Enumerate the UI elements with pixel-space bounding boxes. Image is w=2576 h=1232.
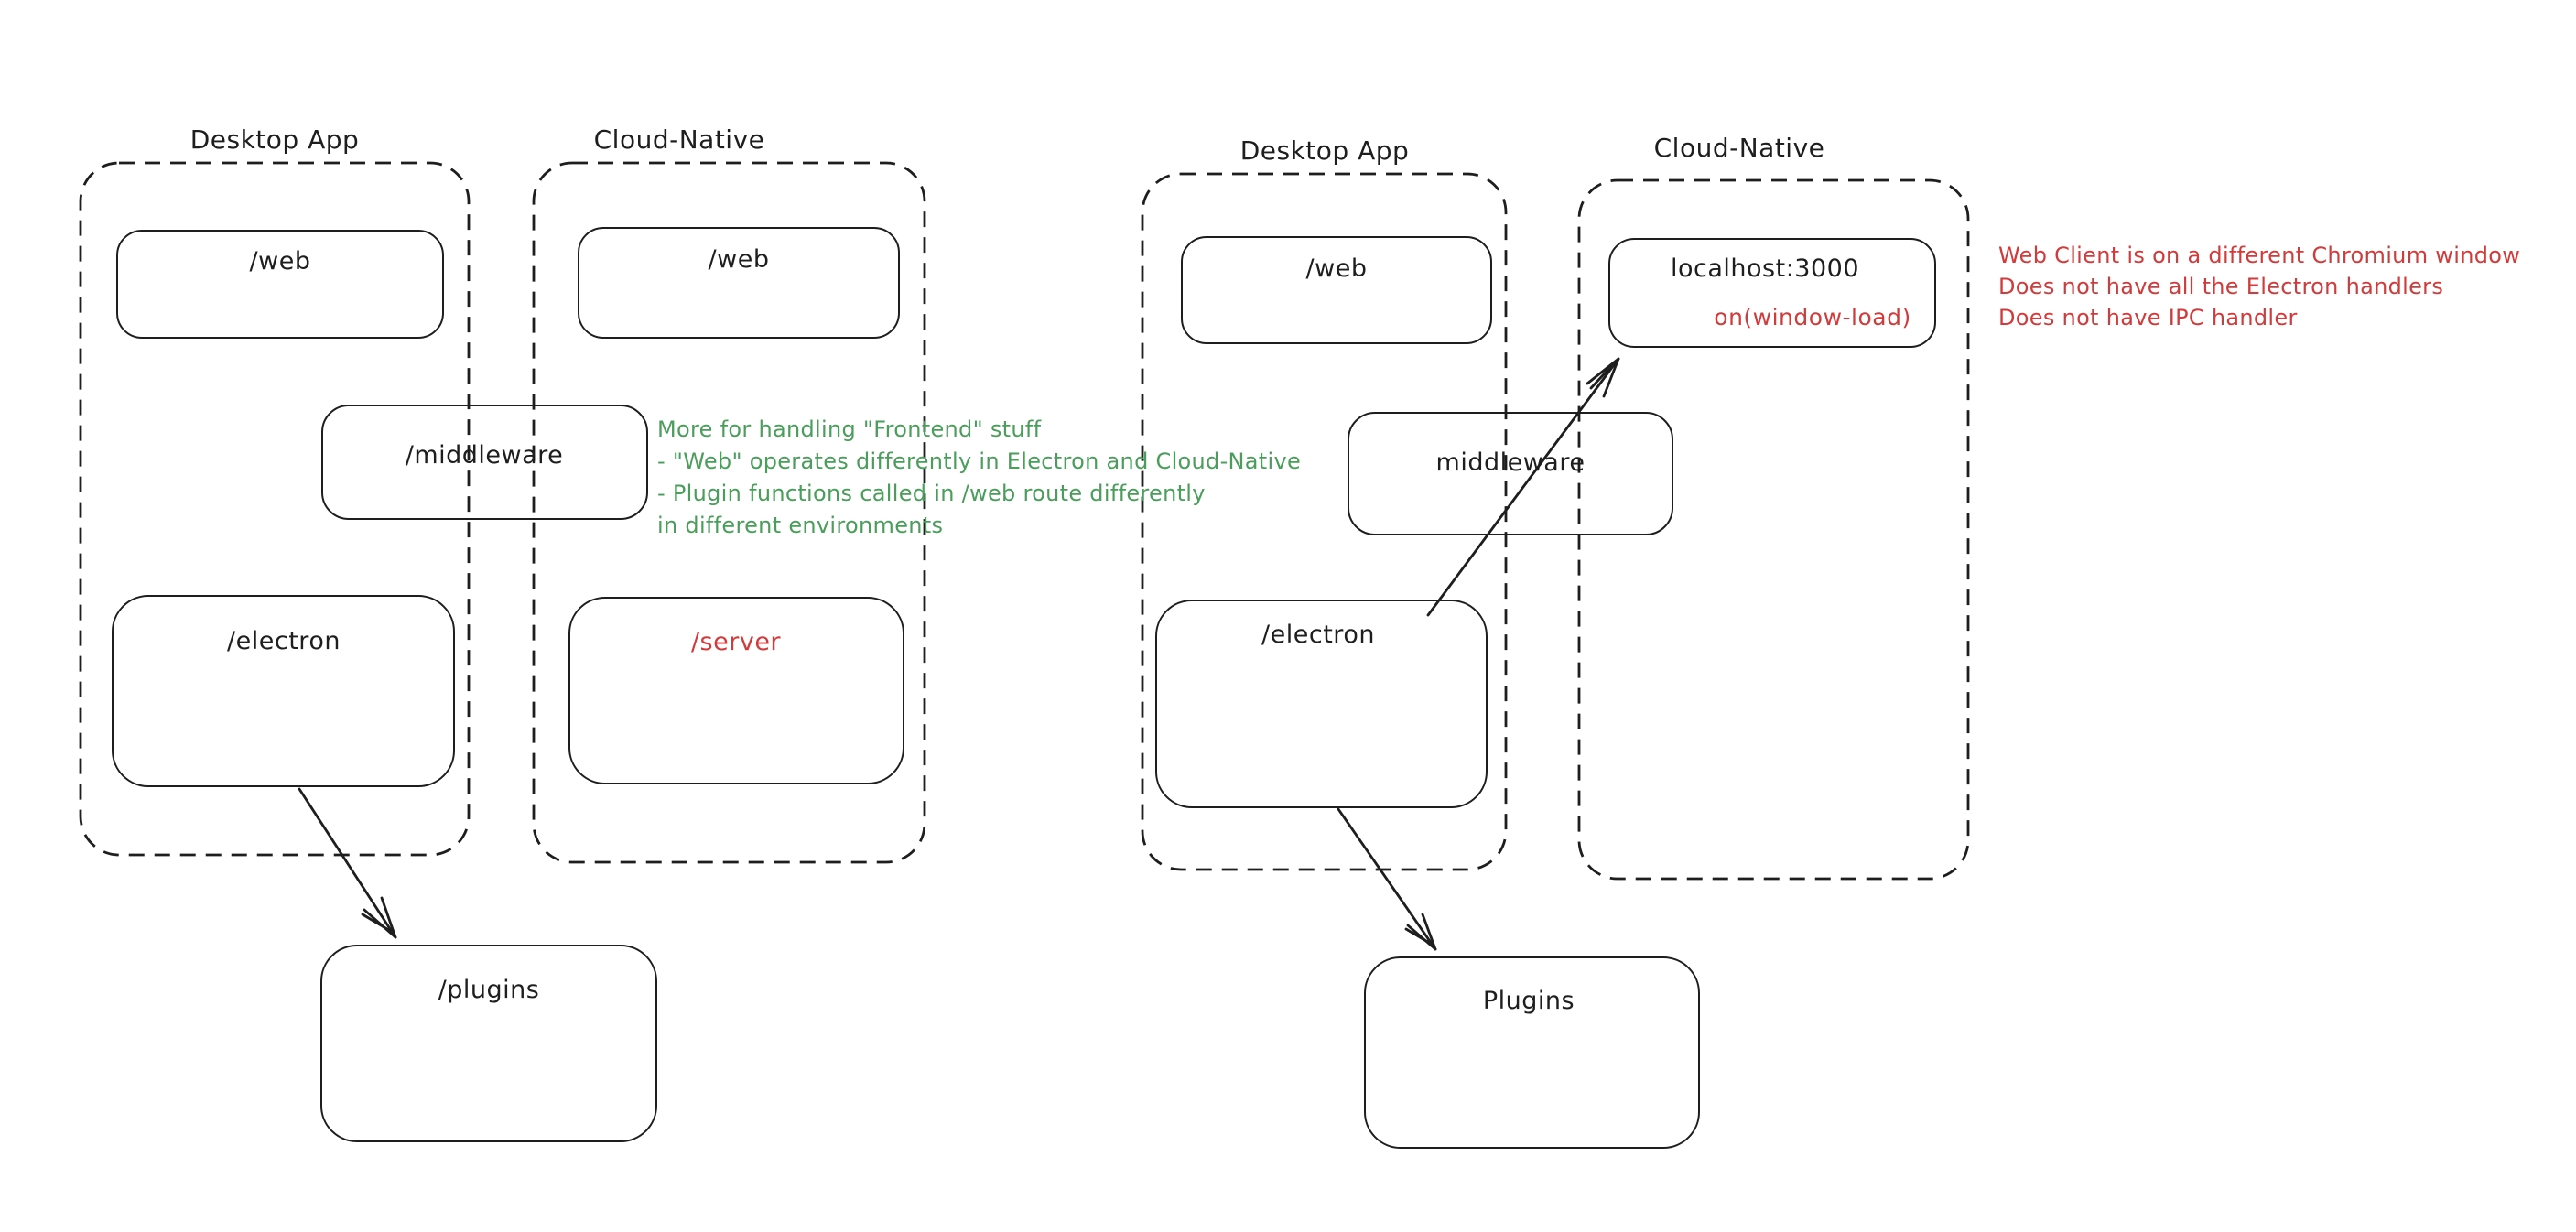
left-web-desktop-label: /web: [249, 247, 311, 276]
right-cloud-container: [1577, 178, 1970, 881]
right-desktop-title: Desktop App: [1239, 135, 1410, 166]
left-cloud-title: Cloud-Native: [593, 124, 765, 155]
red-note-line: Does not have all the Electron handlers: [1998, 274, 2444, 299]
left-electron-label: /electron: [227, 627, 341, 655]
left-desktop-title: Desktop App: [189, 124, 360, 155]
left-middleware-box: [321, 405, 648, 520]
left-middleware-label: /middleware: [405, 441, 564, 470]
left-cloud-container: [532, 161, 926, 864]
right-electron-label: /electron: [1261, 621, 1375, 649]
left-web-cloud-box: [578, 227, 900, 339]
left-server-label: /server: [690, 628, 782, 656]
right-cloud-title: Cloud-Native: [1653, 133, 1825, 163]
right-electron-box: [1155, 600, 1488, 808]
green-note-line: - Plugin functions called in /web route …: [657, 481, 1206, 506]
right-desktop-container: [1141, 172, 1508, 871]
left-desktop-container: [79, 161, 471, 857]
green-note-line: More for handling "Frontend" stuff: [657, 416, 1042, 442]
right-plugins-box: [1364, 956, 1700, 1149]
red-note-line: Does not have IPC handler: [1998, 305, 2298, 330]
arrow-right-electron-to-localhost: [1426, 357, 1620, 617]
right-localhost-label: localhost:3000: [1670, 254, 1860, 283]
green-note-line: - "Web" operates differently in Electron…: [657, 448, 1302, 474]
left-plugins-box: [320, 945, 657, 1142]
left-electron-box: [112, 595, 455, 787]
green-note-line: in different environments: [657, 513, 944, 538]
right-window-load-label: on(window-load): [1714, 304, 1911, 330]
arrow-right-electron-to-plugins: [1337, 807, 1437, 951]
right-localhost-box: [1608, 238, 1936, 348]
right-middleware-box: [1348, 412, 1673, 535]
green-note: More for handling "Frontend" stuff - "We…: [657, 414, 1301, 542]
left-web-cloud-label: /web: [708, 245, 770, 274]
arrow-left-electron-to-plugins: [298, 787, 397, 939]
red-note: Web Client is on a different Chromium wi…: [1998, 240, 2520, 333]
left-server-box: [568, 597, 904, 784]
right-web-label: /web: [1305, 254, 1368, 283]
right-middleware-label: middleware: [1435, 448, 1586, 477]
red-note-line: Web Client is on a different Chromium wi…: [1998, 243, 2521, 268]
left-plugins-label: /plugins: [438, 976, 540, 1004]
right-plugins-label: Plugins: [1482, 987, 1575, 1015]
left-web-desktop-box: [116, 230, 444, 339]
right-web-box: [1181, 236, 1492, 344]
